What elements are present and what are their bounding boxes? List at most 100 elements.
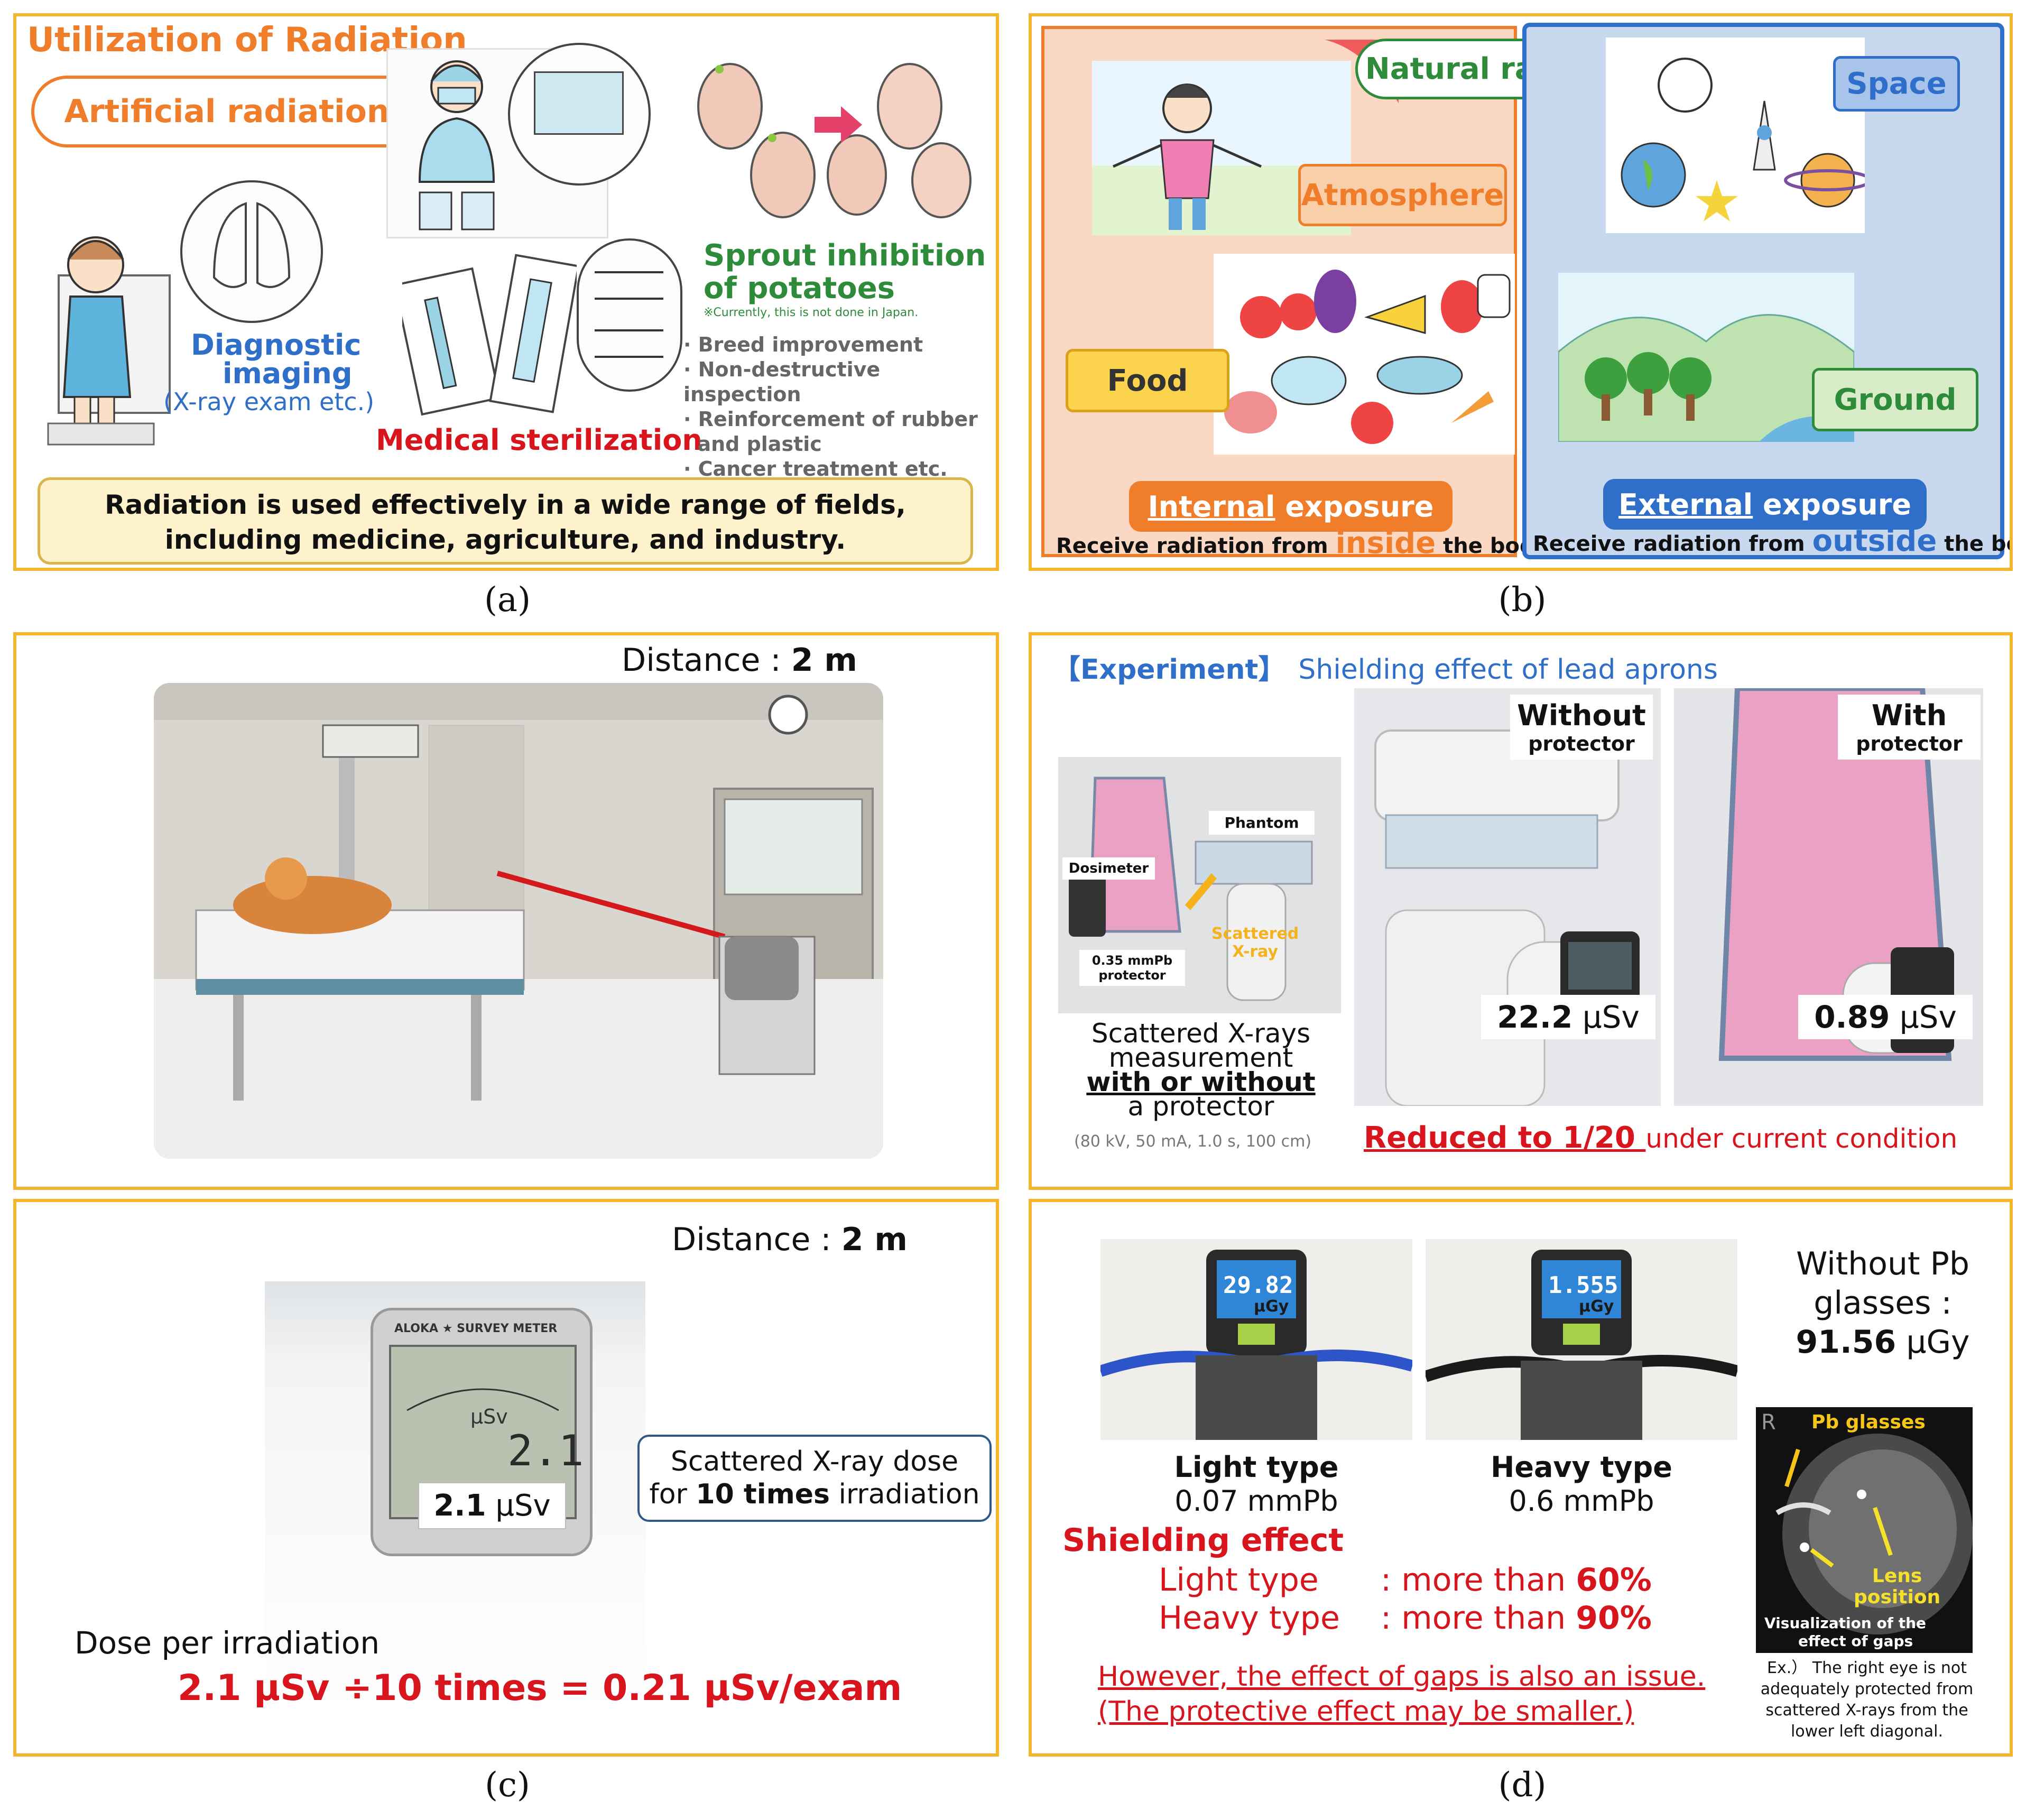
without-glasses-line1: Without Pb bbox=[1796, 1245, 1969, 1282]
diagnostic-imaging-line1: Diagnostic bbox=[191, 328, 362, 362]
xray-gap-image: R Pb glasses Lens position Visualization… bbox=[1756, 1407, 1973, 1653]
scattered-label-line2: X-ray bbox=[1232, 943, 1279, 961]
xray-lens-line1: Lens bbox=[1872, 1565, 1922, 1587]
panel-xray-room: Distance : 2 m bbox=[13, 632, 999, 1190]
note-line2: adequately protected from bbox=[1760, 1680, 1974, 1698]
diagnostic-imaging-sub: (X-ray exam etc.) bbox=[163, 387, 375, 416]
without-glasses-value-line: 91.56 μGy bbox=[1769, 1323, 1996, 1362]
without-protector-reading: 22.2 μSv bbox=[1481, 995, 1655, 1039]
callout-bold: 10 times bbox=[696, 1479, 830, 1510]
without-glasses-unit: μGy bbox=[1896, 1324, 1970, 1361]
experiment-heading: 【Experiment】Shielding effect of lead apr… bbox=[1053, 647, 1718, 687]
reduced-rest-text: under current condition bbox=[1645, 1123, 1958, 1154]
caption-c: (c) bbox=[485, 1766, 530, 1805]
light-type-unit: μGy bbox=[1254, 1297, 1289, 1316]
industry-use-item: · Non-destructive inspection bbox=[683, 358, 881, 406]
shielding-effect-title: Shielding effect bbox=[1062, 1522, 1344, 1559]
note-line4: lower left diagonal. bbox=[1790, 1722, 1944, 1741]
xray-note: Ex.） The right eye is not adequately pro… bbox=[1743, 1658, 1991, 1742]
ground-scene-image bbox=[1557, 273, 1855, 443]
light-row-label: Light type bbox=[1159, 1562, 1319, 1599]
note-line1: Ex.） The right eye is not bbox=[1767, 1659, 1967, 1677]
meter-reading-value: 2.1 bbox=[433, 1489, 486, 1523]
note-line3: scattered X-rays from the bbox=[1765, 1701, 1968, 1720]
atmosphere-tag: Atmosphere bbox=[1298, 164, 1507, 226]
protector-label-line2: protector bbox=[1098, 968, 1166, 983]
exposure-parameters: (80 kV, 50 mA, 1.0 s, 100 cm) bbox=[1074, 1132, 1312, 1151]
internal-exposure-underlined: Internal bbox=[1148, 489, 1275, 523]
panel-natural-radiation: Atmosphere Food Internal exposure Receiv… bbox=[1029, 13, 2013, 571]
dose-per-irradiation-label: Dose per irradiation bbox=[75, 1625, 380, 1661]
space-tag: Space bbox=[1833, 56, 1960, 112]
heavy-type-caption: Heavy type 0.6 mmPb bbox=[1426, 1451, 1737, 1518]
industry-use-item: · Reinforcement of rubber bbox=[683, 408, 978, 431]
diagnostic-imaging-line2: imaging bbox=[223, 357, 353, 390]
with-protector-reading: 0.89 μSv bbox=[1798, 995, 1973, 1039]
with-unit: μSv bbox=[1890, 999, 1957, 1035]
distance-label-2: Distance : bbox=[672, 1221, 841, 1258]
survey-meter-photo: ALOKA ★ SURVEY METER μSv 2.1 2.1 μSv bbox=[265, 1281, 645, 1715]
syringe-sketch-image bbox=[393, 244, 580, 418]
desc-line3: with or without bbox=[1086, 1067, 1316, 1097]
radiation-monitor-sketch bbox=[508, 43, 651, 186]
panel-utilization-of-radiation: Utilization of Radiation Artificial radi… bbox=[13, 13, 999, 571]
light-row-pre: : more than bbox=[1381, 1562, 1576, 1599]
light-type-caption: Light type 0.07 mmPb bbox=[1100, 1451, 1412, 1518]
without-glasses-line2: glasses : bbox=[1814, 1285, 1952, 1322]
heavy-type-photo: 1.555 μGy bbox=[1426, 1239, 1737, 1440]
xray-vis-line2: effect of gaps bbox=[1798, 1632, 1913, 1650]
xray-visualization-label: Visualization of the effect of gaps bbox=[1764, 1614, 1926, 1650]
gap-line1: However, the effect of gaps is also an i… bbox=[1098, 1661, 1706, 1693]
distance-value: 2 m bbox=[791, 642, 857, 679]
panel-survey-meter: Distance : 2 m ALOKA ★ SURVEY METER μSv … bbox=[13, 1199, 999, 1757]
light-row-value: : more than 60% bbox=[1381, 1562, 1652, 1599]
setup-description: Scattered X-rays measurement with or wit… bbox=[1058, 1018, 1344, 1120]
distance-value-2: 2 m bbox=[841, 1221, 908, 1258]
internal-exposure-pill: Internal exposure bbox=[1129, 481, 1453, 532]
heavy-type-reading: 1.555 bbox=[1548, 1272, 1618, 1299]
artificial-radiation-pill: Artificial radiation bbox=[31, 76, 422, 147]
setup-photo: Phantom Dosimeter 0.35 mmPb protector Sc… bbox=[1058, 757, 1341, 1013]
heavy-type-pb: 0.6 mmPb bbox=[1509, 1484, 1654, 1518]
distance-text: Distance : 2 m bbox=[622, 642, 857, 679]
xray-pb-label: Pb glasses bbox=[1811, 1411, 1926, 1433]
external-exposure-underlined: External bbox=[1618, 487, 1753, 521]
meter-reading-label: 2.1 μSv bbox=[418, 1482, 566, 1529]
survey-meter-brand: ALOKA ★ SURVEY METER bbox=[394, 1322, 558, 1335]
phantom-label: Phantom bbox=[1209, 811, 1315, 835]
reduced-to-text: Reduced to 1/20 bbox=[1364, 1121, 1646, 1155]
with-protector-photo: With protector 0.89 μSv bbox=[1674, 688, 1983, 1106]
summary-box: Radiation is used effectively in a wide … bbox=[38, 477, 973, 565]
food-scene-image bbox=[1214, 254, 1515, 455]
with-title: With bbox=[1871, 699, 1947, 732]
xray-vis-line1: Visualization of the bbox=[1764, 1614, 1927, 1632]
gap-issue-note: However, the effect of gaps is also an i… bbox=[1098, 1659, 1705, 1729]
without-sub: protector bbox=[1528, 732, 1635, 755]
sprout-inhibition-line2: of potatoes bbox=[704, 271, 895, 306]
receive-outside-text: Receive radiation from outside the body bbox=[1533, 524, 2010, 558]
callout-post: irradiation bbox=[829, 1479, 980, 1510]
heavy-row-pre: : more than bbox=[1381, 1600, 1576, 1637]
callout-pre: for bbox=[649, 1479, 696, 1510]
sterilization-label-sketch bbox=[577, 238, 682, 392]
heavy-row-value: : more than 90% bbox=[1381, 1600, 1652, 1637]
heavy-row-pct: 90% bbox=[1576, 1600, 1652, 1637]
receive-suffix: the body bbox=[1944, 532, 2010, 556]
without-value: 22.2 bbox=[1497, 999, 1573, 1035]
panel-pb-glasses: 29.82 μGy 1.555 μGy Light type 0.07 mmPb… bbox=[1029, 1199, 2013, 1757]
without-protector-tag: Without protector bbox=[1510, 695, 1653, 760]
sprout-inhibition-line1: Sprout inhibition bbox=[704, 238, 986, 273]
external-exposure-rest: exposure bbox=[1753, 487, 1912, 521]
light-row-pct: 60% bbox=[1576, 1562, 1652, 1599]
lungs-sketch bbox=[180, 180, 323, 323]
external-exposure-pill: External exposure bbox=[1603, 479, 1927, 530]
heavy-row-label: Heavy type bbox=[1159, 1600, 1340, 1637]
meter-digit-readout: 2.1 bbox=[507, 1426, 584, 1475]
without-glasses-value: 91.56 bbox=[1796, 1324, 1897, 1361]
receive-inside-text: Receive radiation from inside the body bbox=[1056, 526, 1549, 560]
scattered-label-line1: Scattered bbox=[1211, 925, 1299, 943]
space-scene-image bbox=[1606, 38, 1872, 233]
medical-sterilization-label: Medical sterilization bbox=[376, 423, 702, 457]
with-value: 0.89 bbox=[1814, 999, 1890, 1035]
desc-line1: Scattered X-rays bbox=[1091, 1018, 1311, 1049]
